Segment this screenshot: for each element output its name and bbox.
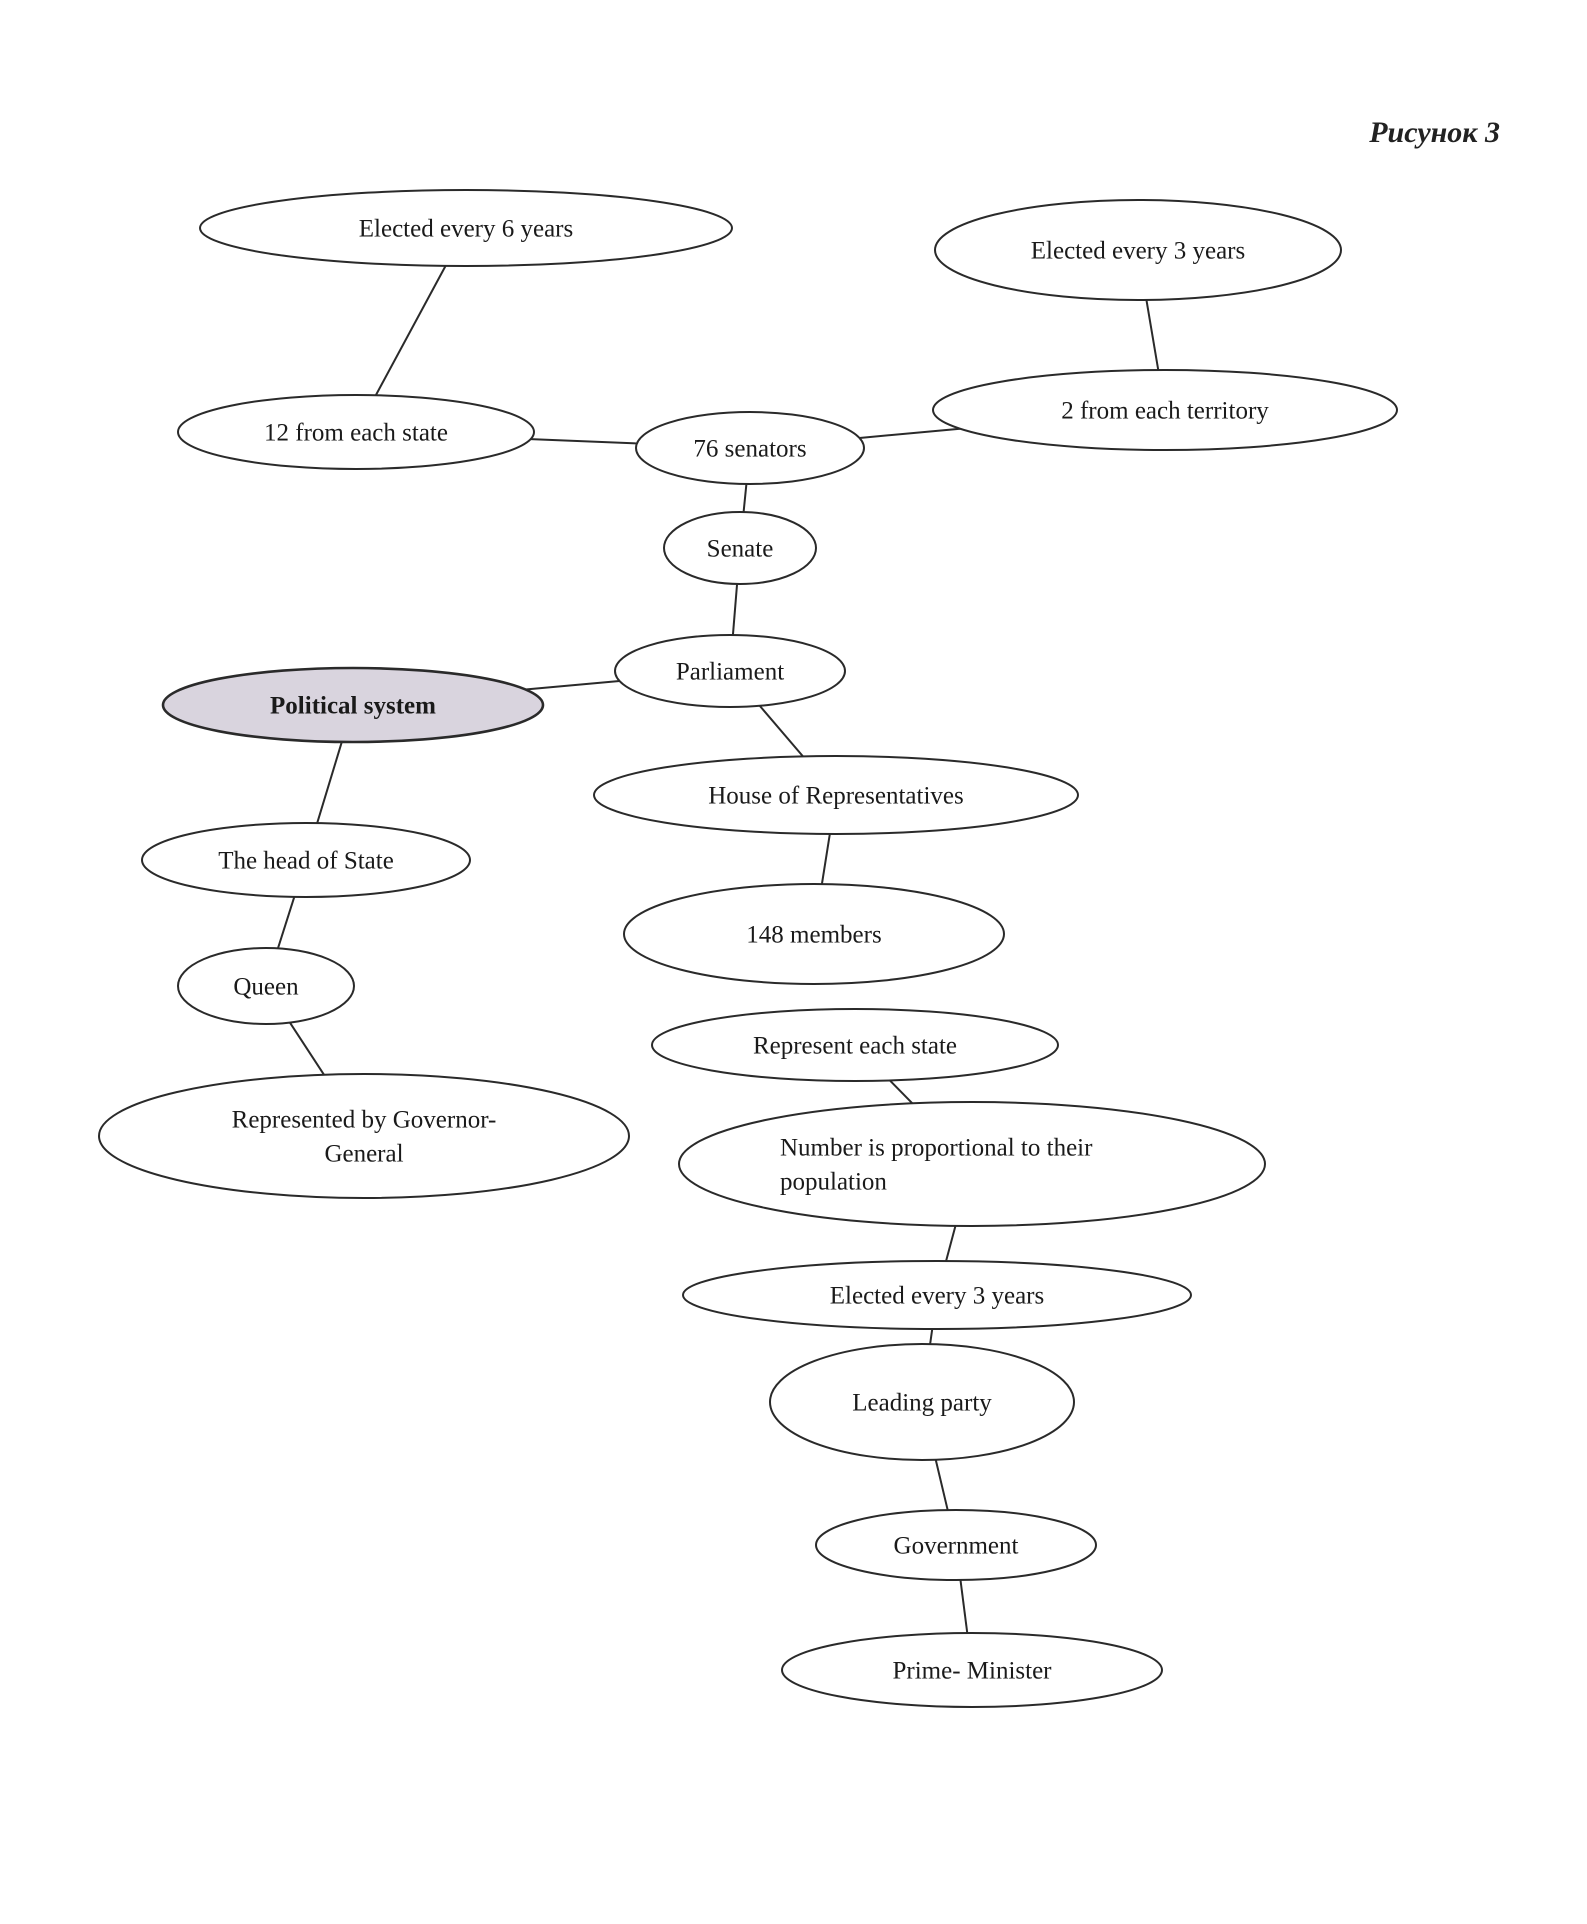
- node-represent-each-state: Represent each state: [651, 1008, 1059, 1082]
- edge-represent-each-state-to-number-proportional: [889, 1079, 914, 1105]
- edge-senators-76-to-senate: [742, 483, 748, 513]
- node-parliament: Parliament: [614, 634, 846, 708]
- node-members-148-shape: [623, 883, 1005, 985]
- node-house-elected-every-3-years-shape: [682, 1260, 1192, 1330]
- node-from-each-territory-2: 2 from each territory: [932, 369, 1398, 451]
- node-house-of-representatives: House of Representatives: [593, 755, 1079, 835]
- node-government-shape: [815, 1509, 1097, 1581]
- node-senate-elected-every-3-years-label: Elected every 3 years: [1031, 238, 1245, 265]
- node-from-each-state-12-label: 12 from each state: [264, 420, 448, 447]
- edge-head-of-state-to-queen: [276, 896, 296, 949]
- edge-queen-to-governor-general: [289, 1022, 325, 1076]
- node-political-system: Political system: [161, 666, 545, 744]
- node-prime-minister-label: Prime- Minister: [892, 1658, 1052, 1685]
- node-government-label: Government: [894, 1533, 1019, 1560]
- diagram-nodes: Political system Parliament Senate 76 senat…: [98, 189, 1398, 1708]
- node-house-of-representatives-shape: [593, 755, 1079, 835]
- node-senate-label: Senate: [707, 536, 774, 563]
- node-from-each-state-12: 12 from each state: [177, 394, 535, 470]
- node-from-each-territory-2-label: 2 from each territory: [1061, 398, 1269, 425]
- node-from-each-territory-2-shape: [932, 369, 1398, 451]
- edge-house-of-representatives-to-members-148: [820, 833, 831, 885]
- node-leading-party-label: Leading party: [852, 1390, 992, 1417]
- node-parliament-shape: [614, 634, 846, 708]
- node-political-system-shape: [161, 666, 545, 744]
- node-house-elected-every-3-years: Elected every 3 years: [682, 1260, 1192, 1330]
- node-parliament-label: Parliament: [676, 659, 784, 686]
- edge-parliament-to-house-of-representatives: [758, 705, 804, 758]
- node-number-proportional: Number is proportional to their populatio…: [678, 1101, 1266, 1227]
- node-represent-each-state-shape: [651, 1008, 1059, 1082]
- edge-elected-every-6-years-to-from-each-state-12: [374, 265, 447, 396]
- node-number-proportional-label: Number is proportional to their: [780, 1135, 1093, 1162]
- node-governor-general-label: General: [324, 1140, 403, 1167]
- node-political-system-label: Political system: [270, 693, 436, 720]
- edge-from-each-state-12-to-senators-76: [530, 438, 637, 445]
- node-queen: Queen: [177, 947, 355, 1025]
- node-members-148: 148 members: [623, 883, 1005, 985]
- edge-leading-party-to-government: [934, 1459, 949, 1511]
- edge-senators-76-to-from-each-territory-2: [859, 427, 961, 439]
- edge-house-elected-every-3-years-to-leading-party: [929, 1328, 934, 1345]
- node-senators-76-label: 76 senators: [693, 436, 806, 463]
- node-members-148-label: 148 members: [746, 922, 881, 949]
- node-senate-elected-every-3-years: Elected every 3 years: [934, 199, 1342, 301]
- node-senators-76-shape: [635, 411, 865, 485]
- node-elected-every-6-years: Elected every 6 years: [199, 189, 733, 267]
- node-senate: Senate: [663, 511, 817, 585]
- node-prime-minister-shape: [781, 1632, 1163, 1708]
- node-represent-each-state-label: Represent each state: [753, 1033, 957, 1060]
- node-head-of-state: The head of State: [141, 822, 471, 898]
- node-elected-every-6-years-label: Elected every 6 years: [359, 216, 573, 243]
- node-senate-shape: [663, 511, 817, 585]
- node-head-of-state-shape: [141, 822, 471, 898]
- edge-political-system-to-head-of-state: [316, 741, 343, 824]
- node-prime-minister: Prime- Minister: [781, 1632, 1163, 1708]
- node-senate-elected-every-3-years-shape: [934, 199, 1342, 301]
- edge-government-to-prime-minister: [959, 1579, 969, 1634]
- node-senators-76: 76 senators: [635, 411, 865, 485]
- node-leading-party: Leading party: [769, 1343, 1075, 1461]
- node-queen-shape: [177, 947, 355, 1025]
- node-governor-general-shape: [98, 1073, 630, 1199]
- node-head-of-state-label: The head of State: [218, 848, 394, 875]
- node-governor-general-label: Represented by Governor-: [232, 1107, 497, 1134]
- node-from-each-state-12-shape: [177, 394, 535, 470]
- node-house-of-representatives-label: House of Representatives: [708, 783, 963, 810]
- node-leading-party-shape: [769, 1343, 1075, 1461]
- diagram-edges: [276, 265, 1160, 1634]
- node-queen-label: Queen: [233, 974, 299, 1001]
- edge-number-proportional-to-house-elected-every-3-years: [945, 1225, 957, 1262]
- node-number-proportional-shape: [678, 1101, 1266, 1227]
- node-government: Government: [815, 1509, 1097, 1581]
- node-governor-general: Represented by Governor- General: [98, 1073, 630, 1199]
- node-elected-every-6-years-shape: [199, 189, 733, 267]
- figure-caption: Рисунок 3: [1369, 116, 1500, 149]
- node-number-proportional-label: population: [780, 1168, 887, 1195]
- edge-from-each-territory-2-to-senate-elected-every-3-years: [1145, 299, 1160, 371]
- edge-senate-to-parliament: [731, 583, 739, 636]
- edge-parliament-to-political-system: [525, 679, 620, 691]
- node-house-elected-every-3-years-label: Elected every 3 years: [830, 1283, 1044, 1310]
